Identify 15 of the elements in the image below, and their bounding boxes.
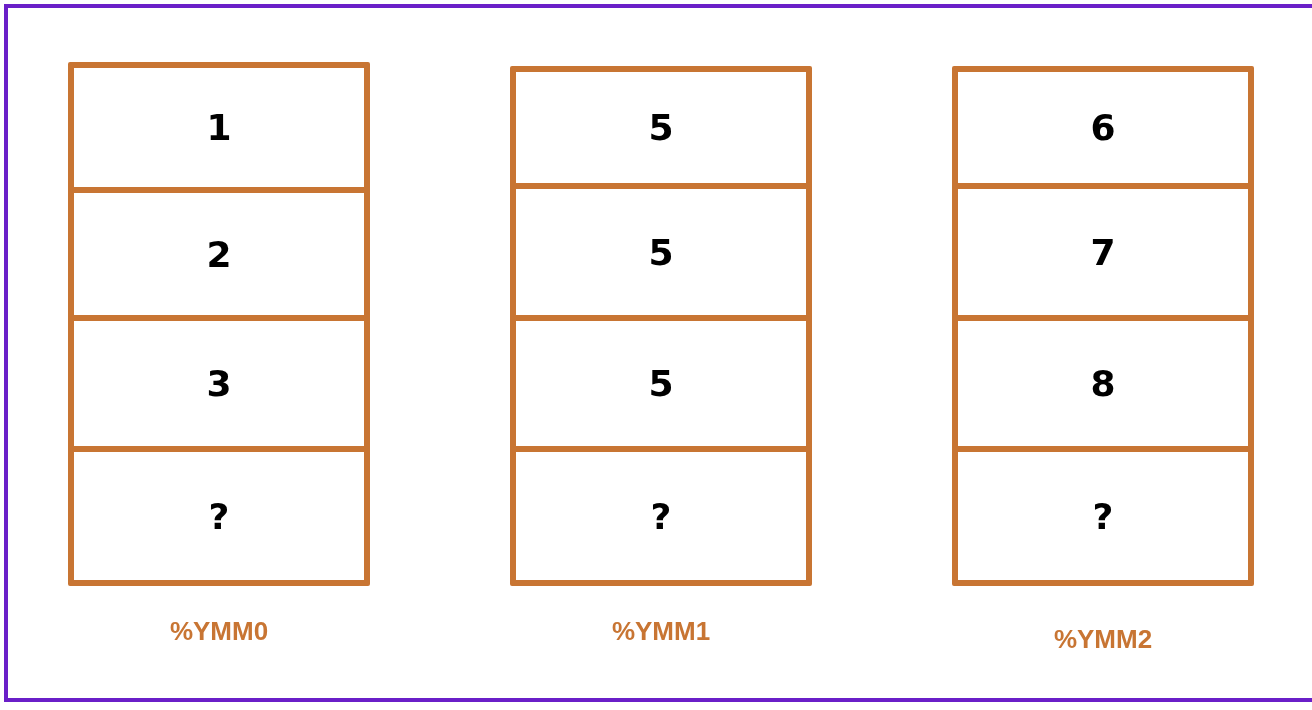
register-slot: ? <box>958 452 1248 580</box>
register-slot: 5 <box>516 189 806 321</box>
register-name: %YMM0 <box>168 616 270 647</box>
register-slot: 1 <box>74 68 364 193</box>
register-slot: ? <box>74 452 364 580</box>
register-slot: 3 <box>74 321 364 452</box>
register-slot: 7 <box>958 189 1248 321</box>
register-slot: ? <box>516 452 806 580</box>
register-slot: 6 <box>958 72 1248 189</box>
register-slot: 2 <box>74 193 364 321</box>
register-slot: 8 <box>958 321 1248 452</box>
register-slot: 5 <box>516 72 806 189</box>
register-slot: 5 <box>516 321 806 452</box>
register-name: %YMM1 <box>610 616 712 647</box>
register-name: %YMM2 <box>1052 624 1154 655</box>
